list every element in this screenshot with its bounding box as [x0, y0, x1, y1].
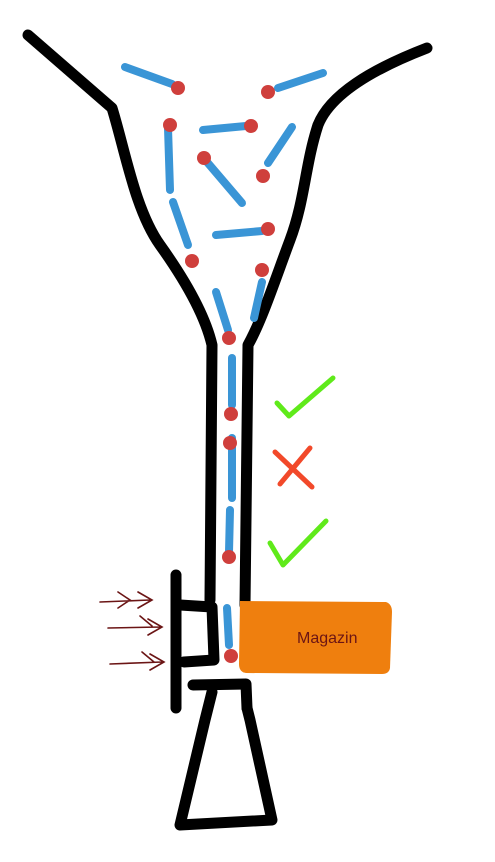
match-stick-body	[225, 506, 234, 556]
match-stick	[163, 118, 177, 194]
match-stick	[121, 63, 185, 95]
match-sticks	[121, 63, 327, 663]
match-stick	[212, 222, 275, 239]
match-head	[224, 649, 238, 663]
nozzle-outline	[174, 686, 278, 831]
match-stick	[223, 434, 237, 502]
match-head	[244, 119, 258, 133]
check-icon	[274, 375, 336, 419]
match-head	[171, 81, 185, 95]
feeder-mechanism	[170, 569, 253, 714]
match-stick-body	[250, 278, 266, 322]
magazine-box	[239, 601, 392, 674]
match-stick	[222, 506, 236, 564]
match-head	[222, 331, 236, 345]
match-stick-body	[212, 288, 232, 334]
match-stick	[224, 354, 238, 421]
match-stick	[250, 263, 269, 322]
check-icon	[267, 518, 329, 568]
magazine: Magazin	[239, 601, 392, 674]
match-stick-body	[169, 198, 192, 249]
match-stick-body	[164, 124, 174, 194]
match-head	[261, 85, 275, 99]
arrow-right-icon	[99, 591, 166, 671]
match-stick-body	[264, 123, 296, 167]
match-stick	[261, 69, 327, 99]
match-stick-body	[199, 122, 250, 134]
match-stick	[223, 604, 238, 663]
match-head	[261, 222, 275, 236]
match-stick-body	[212, 227, 266, 239]
match-stick	[197, 151, 246, 207]
match-stick	[212, 288, 236, 345]
match-stick-body	[203, 158, 246, 207]
match-head	[222, 550, 236, 564]
match-stick-body	[223, 604, 233, 649]
match-stick	[199, 119, 258, 134]
match-head	[224, 407, 238, 421]
match-stick	[256, 123, 296, 183]
match-head	[197, 151, 211, 165]
match-head	[256, 169, 270, 183]
match-head	[185, 254, 199, 268]
match-head	[163, 118, 177, 132]
magazine-label: Magazin	[297, 630, 357, 647]
match-head	[255, 263, 269, 277]
cross-icon	[272, 445, 315, 490]
funnel-outline	[22, 29, 433, 611]
match-stick	[169, 198, 199, 268]
match-stick-body	[121, 63, 176, 88]
match-head	[223, 436, 237, 450]
match-stick-body	[274, 69, 327, 92]
